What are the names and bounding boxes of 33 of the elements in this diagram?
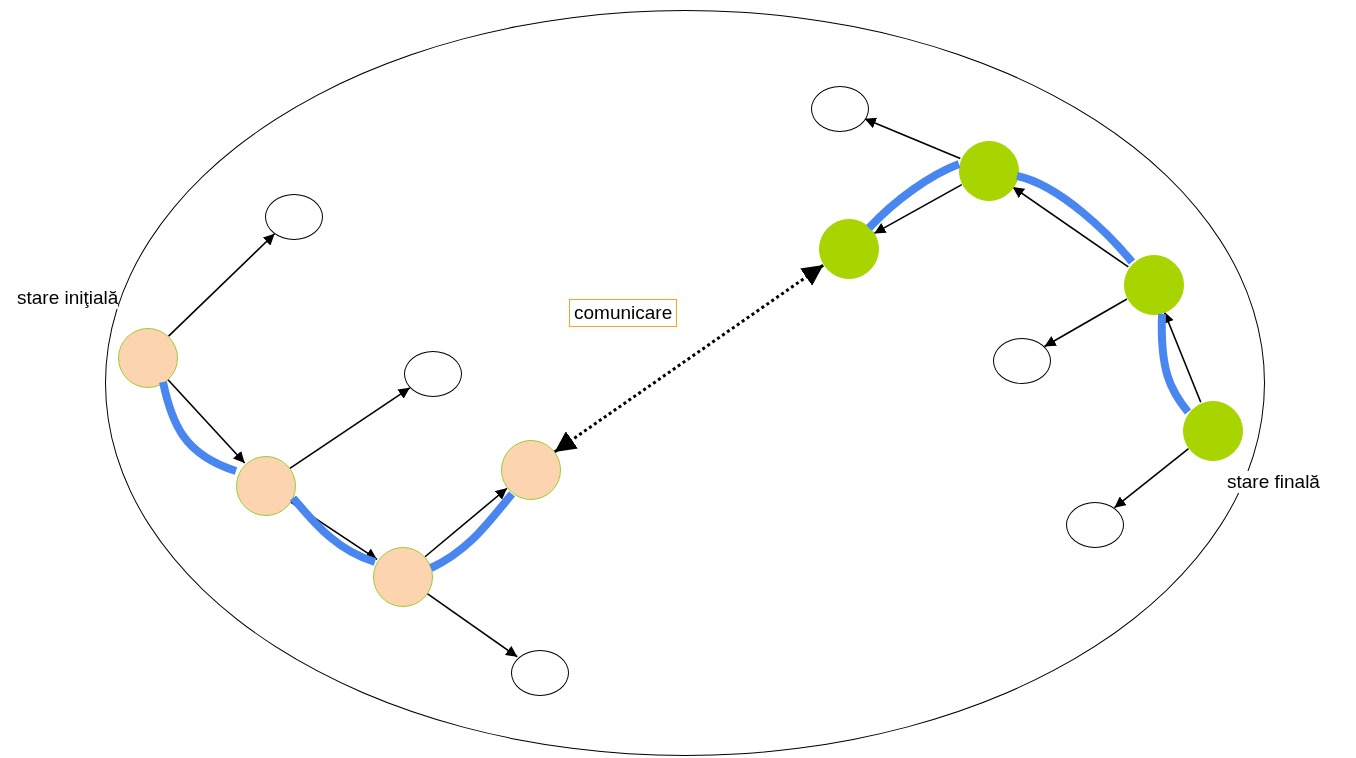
state-circle: [1183, 401, 1243, 461]
edge-label: comunicare: [569, 298, 678, 327]
state-circle: [373, 547, 433, 607]
arrow: [1113, 447, 1190, 509]
arrow: [1043, 298, 1128, 348]
arrow: [167, 232, 276, 337]
state-space-ellipse: [404, 351, 462, 397]
arrow: [553, 263, 825, 454]
solution-path-curve: [429, 491, 516, 572]
arrow: [1163, 311, 1202, 403]
state-space-ellipse: [511, 650, 569, 696]
arrow: [863, 117, 962, 160]
solution-path-curve: [159, 381, 238, 475]
arrow: [289, 387, 411, 470]
state-space-ellipse: [265, 194, 323, 240]
arrow: [1011, 186, 1130, 268]
state-circle: [819, 219, 879, 279]
state-circle: [1124, 255, 1184, 315]
arrow: [166, 378, 246, 464]
state-space-ellipse: [993, 338, 1051, 384]
solution-path-curve: [1015, 172, 1136, 265]
state-space-ellipse: [1066, 502, 1124, 548]
state-circle: [501, 440, 561, 500]
arrow: [424, 487, 508, 558]
state-space-ellipse: [811, 86, 869, 132]
state-circle: [236, 456, 296, 516]
arrow: [425, 592, 519, 658]
state-circle: [959, 141, 1019, 201]
solution-path-curve: [1157, 313, 1192, 415]
node-caption: stare finală: [1227, 471, 1320, 493]
state-circle: [118, 328, 178, 388]
arrow: [873, 183, 963, 235]
solution-path-curve: [866, 160, 961, 231]
